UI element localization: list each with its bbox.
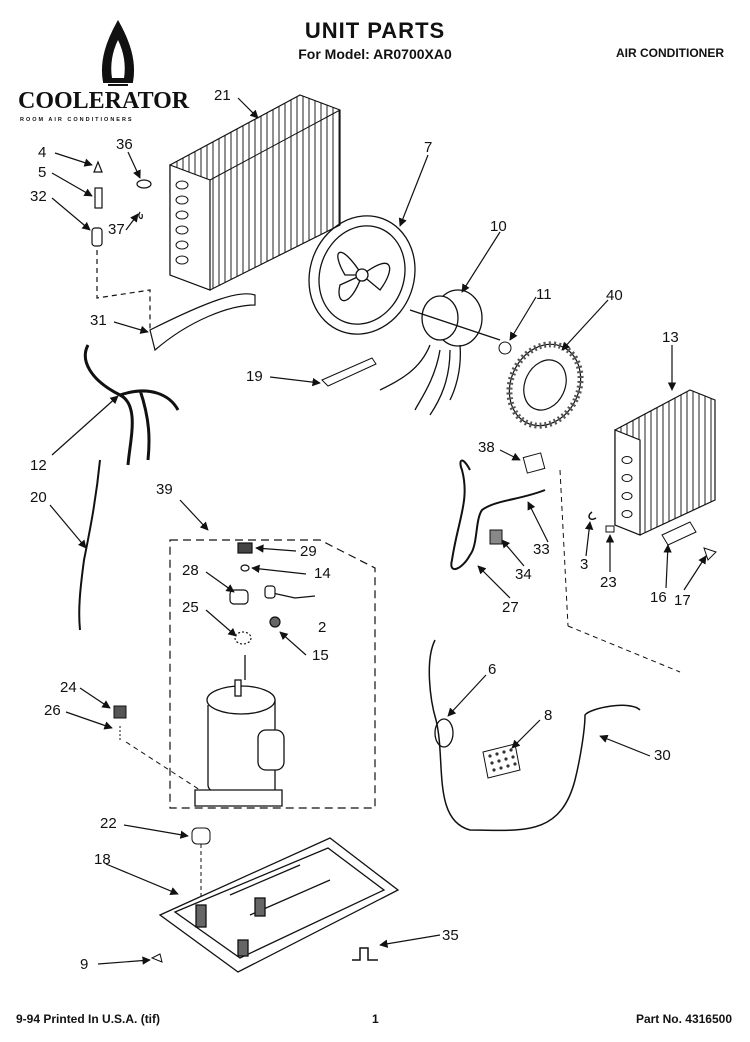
callout-23: 23 — [600, 574, 617, 591]
callout-25: 25 — [182, 599, 199, 616]
callout-21: 21 — [214, 87, 231, 104]
condenser-fan-blade — [308, 215, 416, 335]
callout-29: 29 — [300, 543, 317, 560]
callout-17: 17 — [674, 592, 691, 609]
callout-13: 13 — [662, 329, 679, 346]
callout-35: 35 — [442, 927, 459, 944]
penguin-logo-icon — [102, 19, 134, 86]
brand-logo-text: COOLERATOR — [18, 88, 190, 114]
callout-24: 24 — [60, 679, 77, 696]
unit-type-label: AIR CONDITIONER — [616, 46, 724, 60]
dashed-connector — [567, 625, 681, 673]
callout-38: 38 — [478, 439, 495, 456]
callout-30: 30 — [654, 747, 671, 764]
callout-9: 9 — [80, 956, 89, 973]
callout-36: 36 — [116, 136, 133, 153]
callout-7: 7 — [424, 139, 433, 156]
fan-motor — [379, 289, 501, 416]
callout-26: 26 — [44, 702, 61, 719]
page-title: UNIT PARTS — [304, 18, 446, 43]
clip-35 — [352, 947, 378, 961]
capillary-tube — [428, 639, 641, 832]
callout-8: 8 — [544, 707, 553, 724]
callout-4: 4 — [38, 144, 47, 161]
callout-27: 27 — [502, 599, 519, 616]
gasket-pad — [522, 452, 546, 474]
vibration-pad — [482, 743, 521, 779]
clip — [588, 511, 597, 521]
callout-33: 33 — [533, 541, 550, 558]
callout-34: 34 — [515, 566, 532, 583]
capillary-parts — [91, 160, 152, 330]
compressor-kit-boundary — [169, 539, 376, 809]
callout-15: 15 — [312, 647, 329, 664]
callout-16: 16 — [650, 589, 667, 606]
mount-nut — [113, 705, 201, 791]
callout-leaders — [49, 97, 707, 965]
footer-print-note: 9-94 Printed In U.S.A. (tif) — [16, 1012, 161, 1026]
callout-31: 31 — [90, 312, 107, 329]
brand-tagline: ROOM AIR CONDITIONERS — [20, 117, 134, 123]
base-pan — [158, 837, 400, 973]
callout-39: 39 — [156, 481, 173, 498]
screw-17 — [703, 547, 717, 561]
callout-20: 20 — [30, 489, 47, 506]
evaporator-tube — [450, 459, 546, 570]
insulation-block — [489, 529, 503, 545]
bracket-16 — [661, 521, 697, 546]
model-line: For Model: AR0700XA0 — [298, 46, 452, 62]
dashed-connector-2 — [559, 469, 569, 627]
callout-5: 5 — [38, 164, 47, 181]
callout-40: 40 — [606, 287, 623, 304]
callout-37: 37 — [108, 221, 125, 238]
coil-loop — [434, 718, 454, 748]
callout-2: 2 — [318, 619, 327, 636]
footer-page-number: 1 — [372, 1012, 379, 1026]
callout-19: 19 — [246, 368, 263, 385]
callout-28: 28 — [182, 562, 199, 579]
clip-23 — [605, 525, 615, 533]
callout-11: 11 — [536, 286, 552, 303]
compressor-hardware — [229, 542, 316, 645]
callout-12: 12 — [30, 457, 47, 474]
callout-14: 14 — [314, 565, 331, 582]
screw-9 — [150, 953, 163, 963]
footer-part-number: Part No. 4316500 — [635, 1012, 732, 1026]
compressor — [194, 655, 285, 807]
wire-tie — [321, 357, 377, 387]
shaft-nut — [498, 341, 512, 355]
callout-18: 18 — [94, 851, 111, 868]
connecting-tubes — [83, 344, 180, 466]
evaporator-coil — [614, 389, 716, 536]
callout-10: 10 — [490, 218, 507, 235]
callout-32: 32 — [30, 188, 47, 205]
wire-harness — [78, 459, 101, 631]
callout-22: 22 — [100, 815, 117, 832]
condenser-coil — [169, 94, 341, 291]
callout-3: 3 — [580, 556, 589, 573]
callout-6: 6 — [488, 661, 497, 678]
suction-tube — [149, 293, 256, 352]
